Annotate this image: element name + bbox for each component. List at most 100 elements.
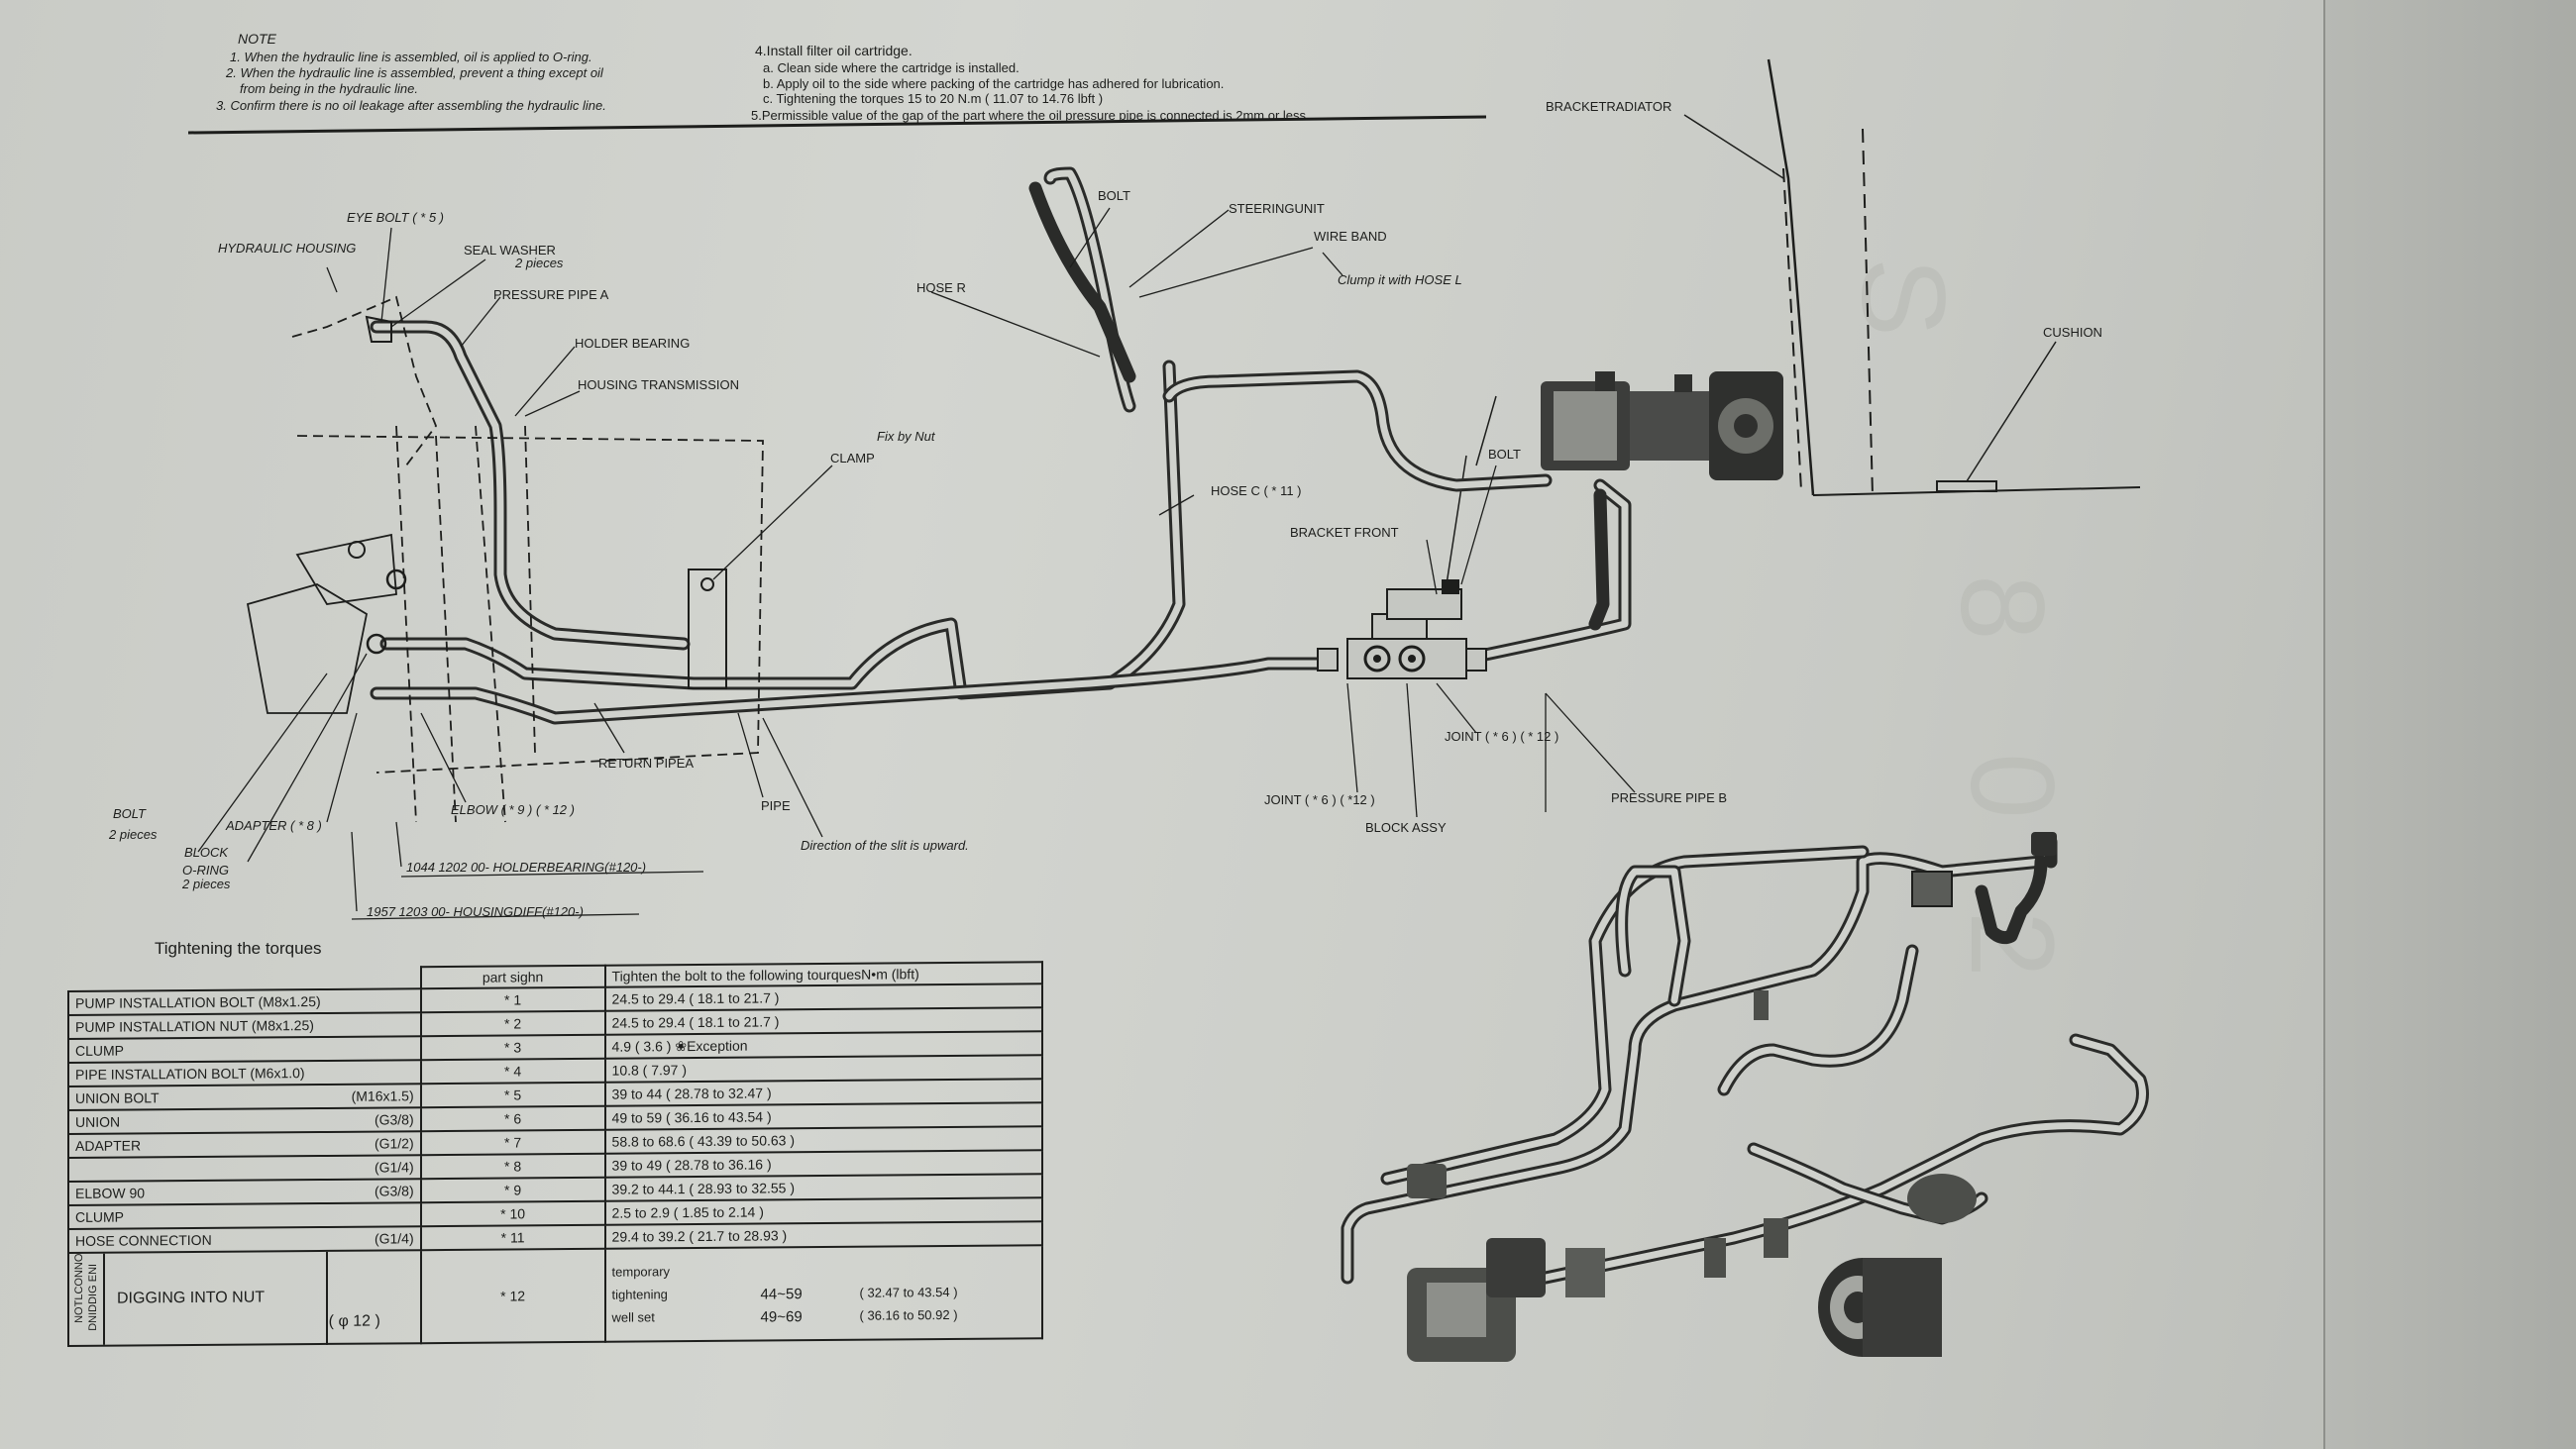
- leader-lines: [197, 207, 1636, 912]
- label-pipe: PIPE: [761, 798, 791, 813]
- part-sign: * 6: [420, 1105, 605, 1132]
- part-torque: 29.4 to 39.2 ( 21.7 to 28.93 ): [604, 1221, 1042, 1249]
- side-label-2: DNIDDIG ENI: [87, 1263, 99, 1331]
- label-seal-washer-qty: 2 pieces: [514, 256, 564, 270]
- part-spec: (G1/4): [326, 1226, 421, 1251]
- wellset-lbft: ( 36.16 to 50.92 ): [859, 1306, 958, 1323]
- note-heading: NOTE: [238, 31, 277, 47]
- part-name: PIPE INSTALLATION BOLT (M6x1.0): [68, 1060, 327, 1087]
- part-spec: [326, 1202, 421, 1227]
- label-eye-bolt: EYE BOLT ( * 5 ): [347, 210, 444, 225]
- label-bracket-front: BRACKET FRONT: [1290, 525, 1399, 540]
- tightening-lbft: ( 32.47 to 43.54 ): [859, 1284, 958, 1300]
- svg-text:0: 0: [1946, 753, 2079, 819]
- label-bracket-radiator: BRACKETRADIATOR: [1546, 99, 1671, 114]
- label-clamp: CLAMP: [830, 451, 875, 466]
- hydraulic-pump: [1446, 371, 1783, 585]
- part-torque: 49 to 59 ( 36.16 to 43.54 ): [604, 1102, 1042, 1130]
- part-sign: * 1: [420, 986, 605, 1013]
- note-left-4: 3. Confirm there is no oil leakage after…: [216, 98, 606, 113]
- digging-sign: * 12: [420, 1248, 605, 1344]
- label-adapter: ADAPTER ( * 8 ): [225, 818, 322, 833]
- label-slit-direction: Direction of the slit is upward.: [801, 838, 969, 853]
- part-sign: * 5: [420, 1082, 605, 1108]
- part-spec: (G1/2): [326, 1131, 421, 1156]
- label-seal-washer: SEAL WASHER: [464, 243, 556, 258]
- label-return-pipe: RETURN PIPEA: [598, 756, 694, 771]
- torque-table-title: Tightening the torques: [155, 939, 322, 958]
- digging-side-label: NOTLCONNO DNIDDIG ENI: [69, 1254, 105, 1345]
- part-torque: 10.8 ( 7.97 ): [604, 1055, 1042, 1083]
- diagram-labels: EYE BOLT ( * 5 ) HYDRAULIC HOUSING SEAL …: [108, 188, 1727, 920]
- part-name: UNION: [68, 1107, 327, 1134]
- part-torque: 58.8 to 68.6 ( 43.39 to 50.63 ): [604, 1126, 1042, 1154]
- label-holder-bearing: HOLDER BEARING: [575, 336, 690, 351]
- part-torque: 24.5 to 29.4 ( 18.1 to 21.7 ): [604, 1007, 1042, 1035]
- part-spec: (G3/8): [326, 1107, 421, 1132]
- label-block: BLOCK: [184, 845, 229, 860]
- label-hose-r: HOSE R: [916, 280, 966, 295]
- label-bolt-left: BOLT: [113, 806, 147, 821]
- part-name: HOSE CONNECTION: [68, 1226, 327, 1253]
- part-sign: * 9: [420, 1177, 605, 1203]
- label-elbow: ELBOW ( * 9 ) ( * 12 ): [451, 802, 575, 817]
- radiator-bracket: BRACKETRADIATOR CUSHION: [1546, 58, 2141, 496]
- label-pressure-pipe-b: PRESSURE PIPE B: [1611, 790, 1727, 805]
- part-name: CLUMP: [68, 1202, 327, 1229]
- part-sign: * 10: [420, 1200, 605, 1227]
- label-housing-transmission: HOUSING TRANSMISSION: [578, 377, 739, 392]
- digging-spec: ( φ 12 ): [328, 1312, 380, 1330]
- label-clamp-hose-l: Clump it with HOSE L: [1338, 272, 1462, 287]
- label-fix-by-nut: Fix by Nut: [877, 429, 936, 444]
- pipe-routing: [370, 166, 1632, 725]
- label-o-ring-qty: 2 pieces: [181, 877, 231, 891]
- part-spec: [326, 988, 421, 1013]
- note-right-4: c. Tightening the torques 15 to 20 N.m (…: [763, 91, 1103, 106]
- part-spec: [326, 1060, 421, 1085]
- part-name: [68, 1155, 327, 1182]
- part-torque: 39 to 44 ( 28.78 to 32.47 ): [604, 1079, 1042, 1106]
- svg-text:8: 8: [1936, 574, 2069, 641]
- part-spec: (G1/4): [326, 1155, 421, 1180]
- label-cushion: CUSHION: [2043, 325, 2102, 340]
- note-block: NOTE 1. When the hydraulic line is assem…: [187, 31, 1487, 135]
- label-block-assy: BLOCK ASSY: [1365, 820, 1447, 835]
- part-name: UNION BOLT: [68, 1084, 327, 1110]
- part-spec: [326, 1036, 421, 1061]
- note-left-2: 2. When the hydraulic line is assembled,…: [225, 65, 604, 80]
- label-bolt-left-qty: 2 pieces: [108, 827, 158, 842]
- part-sign: * 3: [420, 1034, 605, 1061]
- part-sign: * 8: [420, 1153, 605, 1180]
- label-ref-housingdiff: 1957 1203 00- HOUSINGDIFF(#120-): [367, 904, 584, 919]
- isometric-assembly: [1341, 832, 2149, 1362]
- label-steering-unit: STEERINGUNIT: [1229, 201, 1325, 216]
- part-torque: 24.5 to 29.4 ( 18.1 to 21.7 ): [604, 983, 1042, 1011]
- wellset-value: 49~69: [760, 1307, 803, 1326]
- block-assy: [1317, 579, 1487, 679]
- label-wire-band: WIRE BAND: [1314, 229, 1387, 244]
- label-ref-holderbearing: 1044 1202 00- HOLDERBEARING(#120-): [406, 860, 646, 875]
- tightening-value: 44~59: [760, 1285, 803, 1303]
- label-hose-c: HOSE C ( * 11 ): [1211, 483, 1302, 498]
- col-part-sign: part sighn: [420, 965, 605, 989]
- page-edge: [2323, 0, 2576, 1449]
- note-right-3: b. Apply oil to the side where packing o…: [763, 76, 1224, 91]
- part-name: ELBOW 90: [68, 1179, 327, 1205]
- part-spec: (M16x1.5): [326, 1084, 421, 1108]
- label-bolt-top: BOLT: [1098, 188, 1130, 203]
- part-sign: * 11: [420, 1224, 605, 1251]
- part-name: CLUMP: [68, 1036, 327, 1063]
- label-joint-right: JOINT ( * 6 ) ( * 12 ): [1445, 729, 1558, 744]
- part-sign: * 2: [420, 1010, 605, 1037]
- part-name: ADAPTER: [68, 1131, 327, 1158]
- part-name: PUMP INSTALLATION NUT (M8x1.25): [68, 1012, 327, 1039]
- note-right-5: 5.Permissible value of the gap of the pa…: [751, 108, 1310, 123]
- part-sign: * 4: [420, 1058, 605, 1085]
- part-spec: (G3/8): [326, 1179, 421, 1203]
- part-name: PUMP INSTALLATION BOLT (M8x1.25): [68, 988, 327, 1015]
- digging-name: DIGGING INTO NUT: [117, 1289, 266, 1307]
- label-joint-left: JOINT ( * 6 ) ( *12 ): [1264, 792, 1375, 807]
